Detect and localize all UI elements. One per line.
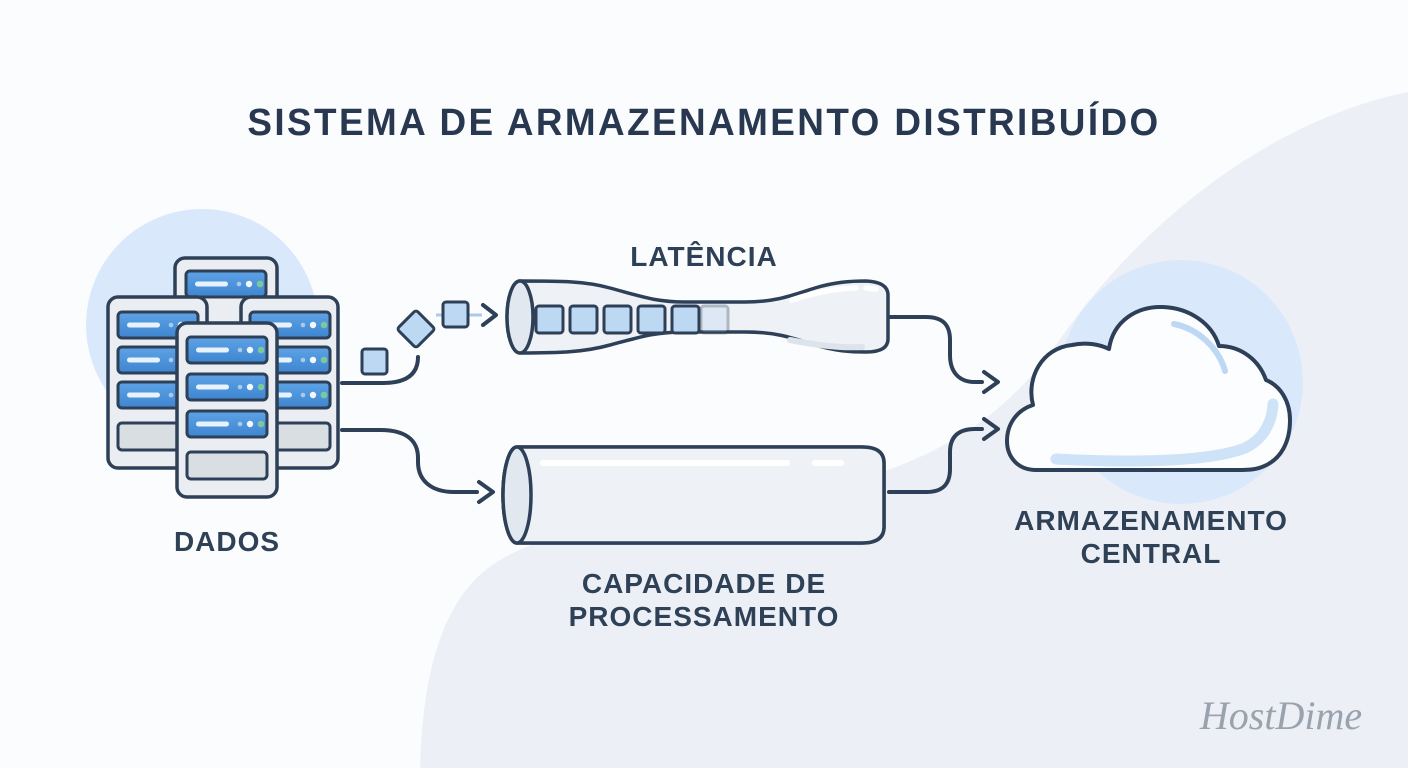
capacity-cylinder-icon [501, 445, 886, 545]
label-capacidade: CAPACIDADE DE PROCESSAMENTO [569, 567, 840, 633]
data-block-ghost-icon [699, 304, 730, 335]
flow-line-servers-to-latency [340, 355, 420, 385]
queued-data-blocks [534, 304, 730, 335]
label-dados: DADOS [173, 526, 281, 557]
server-unit [185, 335, 269, 365]
cloud-icon [1005, 260, 1303, 504]
pipe-opening [505, 279, 535, 355]
label-latencia: LATÊNCIA [630, 241, 778, 272]
data-block-icon [602, 304, 633, 335]
data-block-icon [360, 347, 389, 376]
data-block-icon [568, 304, 599, 335]
server-blank-unit [185, 450, 269, 481]
data-block-icon [534, 304, 565, 335]
arrow-right-icon [481, 303, 498, 327]
label-capacidade-line2: PROCESSAMENTO [568, 601, 840, 632]
data-blocks [360, 300, 498, 376]
page-title: SISTEMA DE ARMAZENAMENTO DISTRIBUÍDO [247, 102, 1161, 145]
hostdime-logo: HostDime [1199, 693, 1363, 738]
label-armazenamento-line1: ARMAZENAMENTO [1014, 505, 1288, 536]
flow-line-servers-to-capacity [340, 428, 479, 494]
label-armazenamento-line2: CENTRAL [1080, 538, 1222, 569]
data-block-diamond-icon [396, 309, 436, 349]
arrow-right-icon [982, 417, 1000, 441]
data-block-icon [670, 304, 701, 335]
cylinder-opening [501, 445, 533, 545]
background-tint-shape [420, 92, 1408, 768]
server-tower-front [175, 321, 279, 499]
flow-line-latency-to-cloud [887, 315, 984, 384]
server-unit [185, 372, 269, 402]
data-block-icon [636, 304, 667, 335]
arrow-right-icon [982, 370, 1000, 394]
server-unit [184, 269, 268, 299]
server-unit [185, 409, 269, 439]
bottleneck-pipe-icon [505, 279, 890, 355]
arrow-right-icon [477, 480, 495, 504]
label-armazenamento-central: ARMAZENAMENTO CENTRAL [1014, 504, 1288, 570]
flow-line-capacity-to-cloud [887, 427, 984, 494]
label-capacidade-line1: CAPACIDADE DE [581, 568, 827, 599]
server-cluster-icon [106, 256, 340, 499]
data-block-icon [441, 300, 470, 329]
